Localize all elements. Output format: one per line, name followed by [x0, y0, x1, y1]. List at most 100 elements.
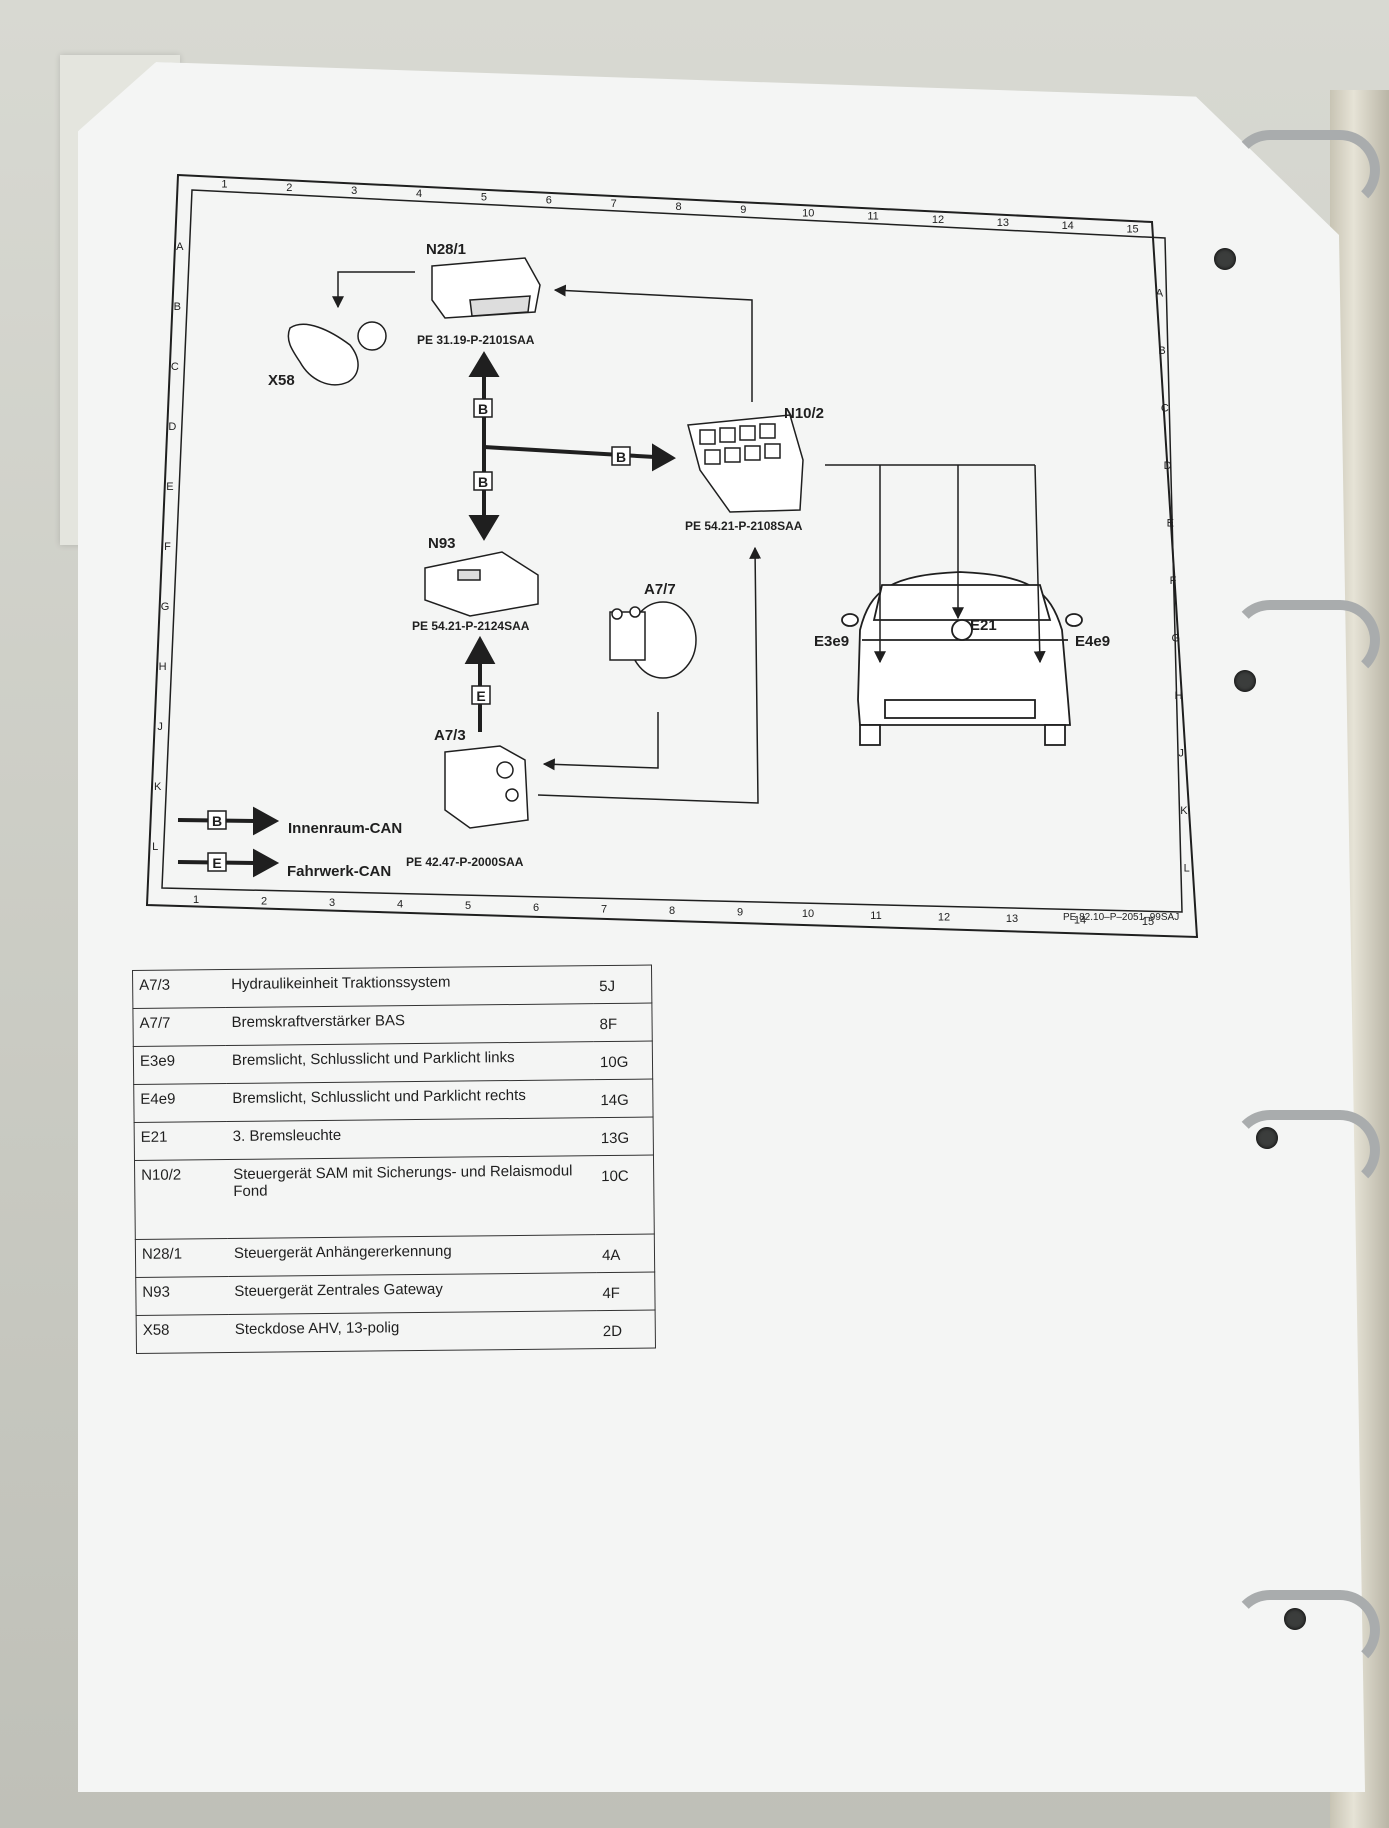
grid-row-label-left: L: [152, 841, 158, 853]
grid-row-label-right: E: [1167, 518, 1174, 530]
bus-label-boxes: [471, 398, 631, 705]
grid-column-label-top: 1: [221, 179, 227, 191]
label-a7-3: A7/3: [434, 727, 466, 744]
grid-location: 14G: [594, 1079, 654, 1118]
grid-row-label-right: B: [1158, 345, 1165, 357]
grid-labels: 1122334455667788991010111112121313141415…: [152, 179, 1190, 929]
grid-column-label-top: 5: [481, 191, 487, 203]
grid-row-label-left: H: [159, 661, 167, 673]
grid-column-label-top: 7: [611, 198, 617, 210]
ref-n93: PE 54.21-P-2124SAA: [412, 619, 530, 633]
grid-column-label-top: 8: [675, 201, 681, 213]
grid-column-label-top: 11: [867, 211, 878, 223]
grid-location: 8F: [593, 1003, 653, 1042]
component-description: Bremslicht, Schlusslicht und Parklicht l…: [225, 1041, 595, 1084]
bus-label: E: [476, 688, 485, 704]
n93-module: [424, 551, 539, 617]
component-description: Steuergerät SAM mit Sicherungs- und Rela…: [226, 1155, 596, 1239]
ref-n10-2: PE 54.21-P-2108SAA: [685, 519, 803, 533]
grid-column-label-top: 3: [351, 185, 357, 197]
component-code: A7/7: [132, 1007, 226, 1047]
grid-column-label-top: 6: [546, 195, 552, 207]
grid-row-label-right: L: [1184, 862, 1190, 874]
grid-column-label-bottom: 14: [1074, 915, 1086, 927]
grid-location: 4F: [596, 1272, 656, 1311]
grid-column-label-top: 10: [802, 207, 814, 219]
ref-n28-1: PE 31.19-P-2101SAA: [417, 333, 535, 347]
grid-row-label-left: A: [176, 241, 184, 253]
component-code: N10/2: [134, 1159, 228, 1240]
bus-label: B: [478, 401, 488, 417]
grid-column-label-bottom: 15: [1142, 916, 1154, 928]
component-code: E4e9: [133, 1083, 227, 1123]
component-description: 3. Bremsleuchte: [226, 1117, 595, 1160]
label-e3e9: E3e9: [814, 633, 849, 650]
component-description: Steckdose AHV, 13-polig: [228, 1310, 597, 1353]
grid-row-label-left: E: [166, 481, 173, 493]
can-bus-lines: [464, 351, 676, 732]
grid-column-label-top: 12: [932, 214, 944, 226]
grid-column-label-bottom: 1: [193, 894, 199, 906]
component-code: N28/1: [135, 1238, 229, 1278]
component-code: A7/3: [132, 969, 226, 1009]
component-description: Steuergerät Zentrales Gateway: [228, 1272, 597, 1315]
label-n93: N93: [428, 535, 456, 552]
a7-7-booster: [609, 601, 697, 679]
grid-location: 10G: [593, 1041, 653, 1080]
component-code: E21: [134, 1121, 227, 1161]
doc-reference: PE 82.10–P–2051–99SAJ: [1063, 912, 1179, 923]
grid-column-label-bottom: 13: [1006, 913, 1018, 925]
grid-row-label-right: F: [1170, 575, 1177, 587]
grid-column-label-top: 4: [416, 188, 422, 200]
bus-legend-letter: B: [212, 813, 222, 829]
grid-column-label-bottom: 2: [261, 895, 267, 907]
grid-column-label-bottom: 12: [938, 911, 950, 923]
grid-column-label-bottom: 10: [802, 908, 814, 920]
bus-legend-name: Innenraum-CAN: [288, 820, 402, 837]
grid-row-label-right: D: [1164, 460, 1172, 472]
grid-row-label-left: J: [157, 721, 163, 733]
grid-row-label-left: B: [174, 301, 181, 313]
a7-3-hydraulic-unit: [444, 745, 529, 829]
grid-location: 4A: [595, 1234, 655, 1273]
label-x58: X58: [268, 372, 295, 389]
grid-column-label-top: 9: [740, 204, 746, 216]
grid-row-label-right: H: [1174, 690, 1182, 702]
label-n10-2: N10/2: [784, 405, 824, 422]
grid-row-label-right: K: [1180, 805, 1188, 817]
binder-ring: [1230, 1110, 1380, 1190]
punch-hole: [1284, 1608, 1306, 1630]
punch-hole: [1234, 670, 1256, 692]
component-description: Steuergerät Anhängererkennung: [227, 1234, 597, 1277]
grid-row-label-right: A: [1156, 288, 1164, 300]
grid-column-label-top: 14: [1062, 220, 1074, 232]
connection-lines: [332, 271, 1046, 804]
grid-column-label-top: 15: [1126, 223, 1138, 235]
component-code: E3e9: [133, 1045, 227, 1085]
grid-column-label-bottom: 4: [397, 899, 403, 911]
diagram-frame: [145, 173, 1199, 939]
grid-row-label-left: F: [164, 541, 171, 553]
grid-column-label-bottom: 7: [601, 903, 607, 915]
label-a7-7: A7/7: [644, 581, 676, 598]
binder-ring: [1230, 130, 1380, 210]
component-description: Hydraulikeinheit Traktionssystem: [225, 965, 594, 1008]
grid-location: 13G: [594, 1117, 654, 1156]
n10-2-module: [687, 414, 804, 513]
grid-row-label-left: D: [168, 421, 176, 433]
bus-legend-name: Fahrwerk-CAN: [287, 863, 391, 880]
grid-row-label-right: G: [1171, 632, 1180, 644]
component-description: Bremslicht, Schlusslicht und Parklicht r…: [226, 1079, 595, 1122]
label-n28-1: N28/1: [426, 241, 466, 258]
bus-label: B: [616, 449, 626, 465]
grid-column-label-bottom: 11: [870, 910, 881, 922]
grid-row-label-left: C: [171, 361, 179, 373]
